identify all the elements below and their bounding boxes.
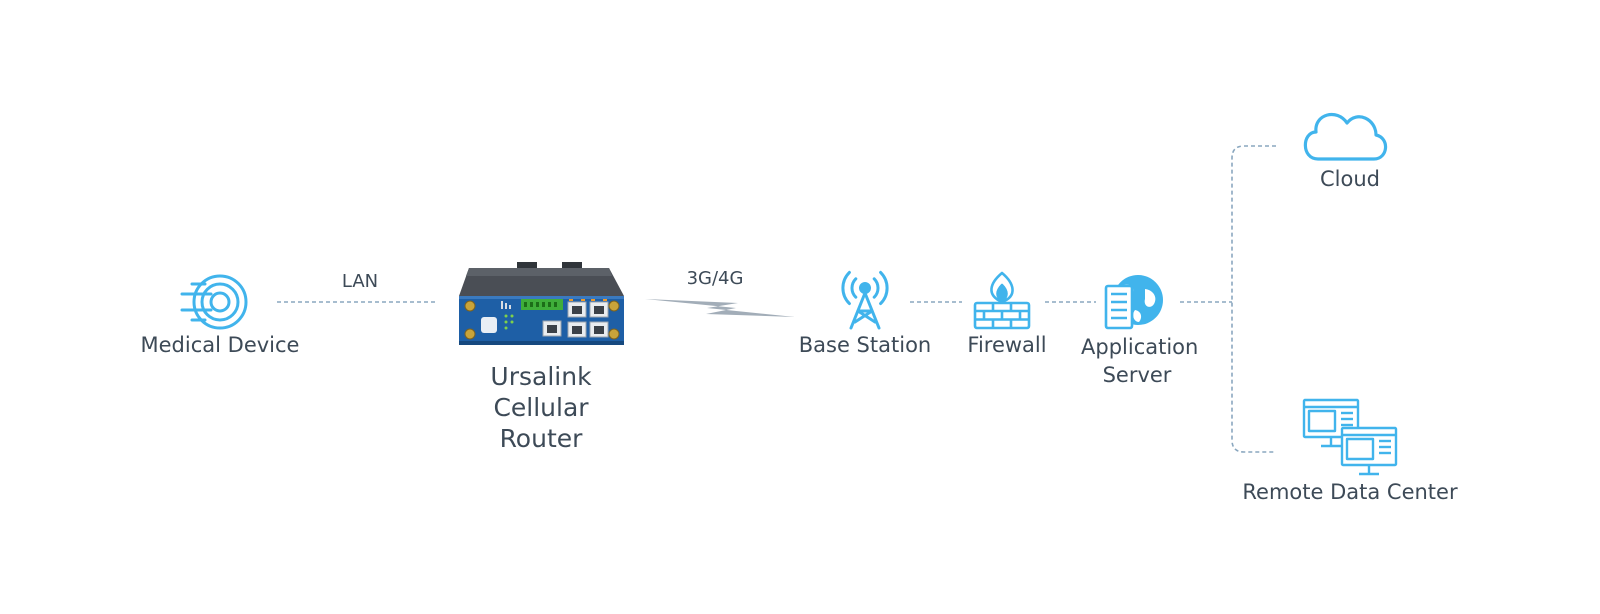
remote-data-center-label: Remote Data Center [1242,480,1458,504]
medical-scanner-icon [180,274,248,330]
cellular-router-image [459,262,624,345]
cloud-icon [1303,112,1388,161]
branch-bracket-line [1231,145,1276,453]
wireless-link-bolt [645,299,795,317]
router-label: Ursalink Cellular Router [490,362,592,453]
medical-device-label: Medical Device [140,333,300,357]
application-server-label: Application Server [1081,335,1199,387]
lan-link-label: LAN [341,271,379,292]
wireless-link-label: 3G/4G [686,268,744,289]
globe-server-icon [1104,275,1163,330]
cloud-label: Cloud [1320,167,1380,191]
radio-tower-icon [841,270,889,330]
base-station-label: Base Station [798,333,932,357]
firewall-icon [973,271,1031,330]
firewall-label: Firewall [967,333,1047,357]
monitors-icon [1302,398,1398,476]
